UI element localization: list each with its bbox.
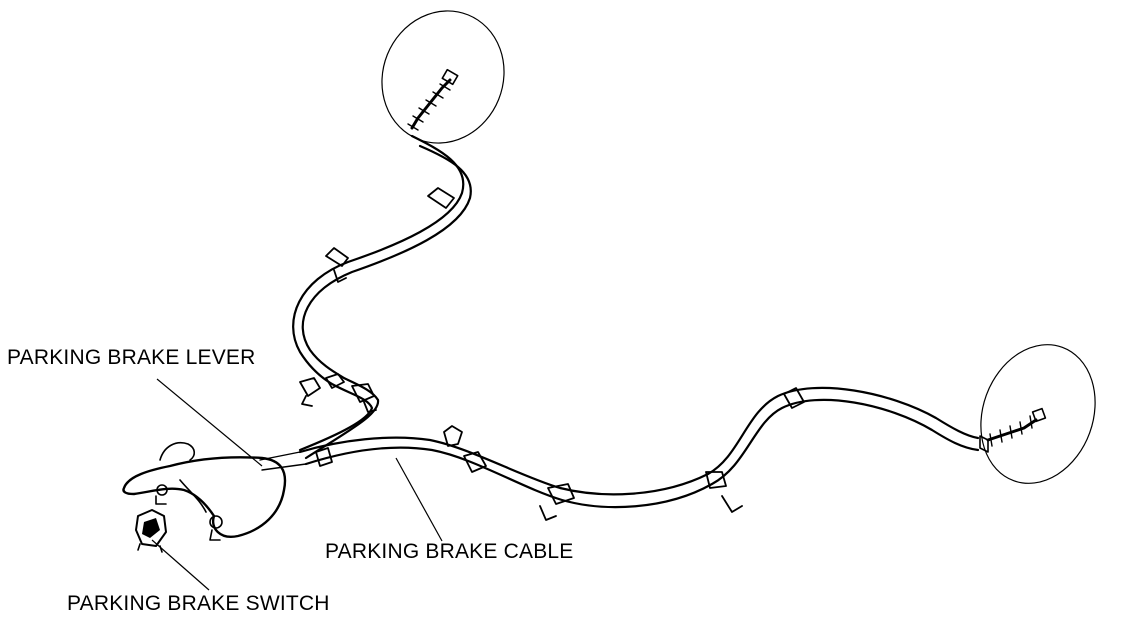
rear-left-detail-ellipse [381, 10, 505, 144]
leader-line-switch [151, 539, 210, 591]
left-rear-cable [292, 68, 472, 460]
parking-brake-lever [122, 442, 307, 541]
leader-line-cable [395, 457, 443, 542]
parking-brake-switch [135, 509, 167, 553]
leader-line-lever [156, 378, 263, 467]
parking-brake-cable-label: PARKING BRAKE CABLE [325, 540, 574, 563]
parking-brake-lever-label: PARKING BRAKE LEVER [7, 346, 256, 369]
rear-right-detail-ellipse [980, 344, 1096, 484]
parking-brake-cable [298, 386, 1047, 521]
parking-brake-switch-label: PARKING BRAKE SWITCH [67, 592, 330, 615]
